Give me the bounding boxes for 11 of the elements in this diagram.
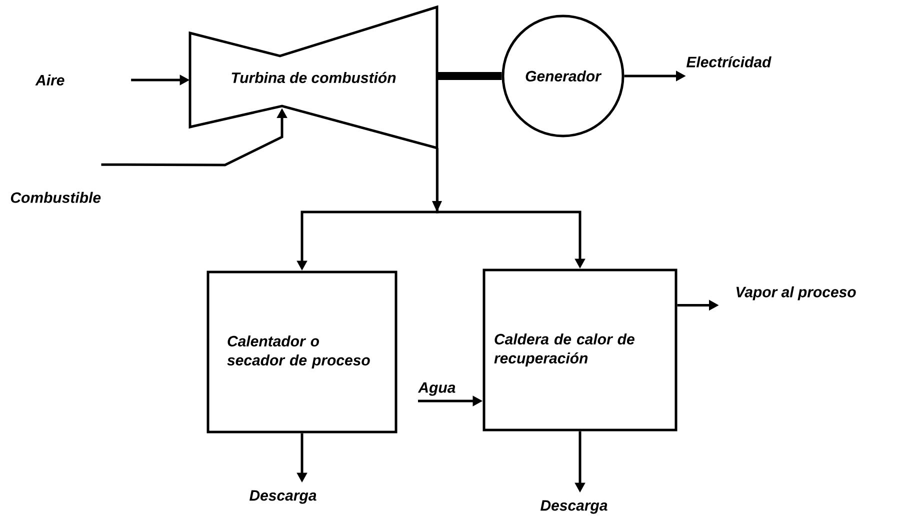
- output-label: Electrícidad: [686, 56, 772, 68]
- input-label: Aire: [35, 74, 64, 86]
- process-box: Calentador o secador de proceso: [206, 270, 398, 434]
- output-label: Descarga: [540, 500, 608, 514]
- input-label: Combustible: [10, 192, 101, 203]
- output-label: Vapor al proceso: [736, 286, 856, 300]
- arrowhead: [432, 201, 442, 212]
- process-box: Caldera de calor de recuperación: [482, 268, 678, 432]
- connector-line: [437, 72, 502, 80]
- output-label: Descarga: [250, 490, 316, 504]
- input-label: Agua: [418, 382, 456, 396]
